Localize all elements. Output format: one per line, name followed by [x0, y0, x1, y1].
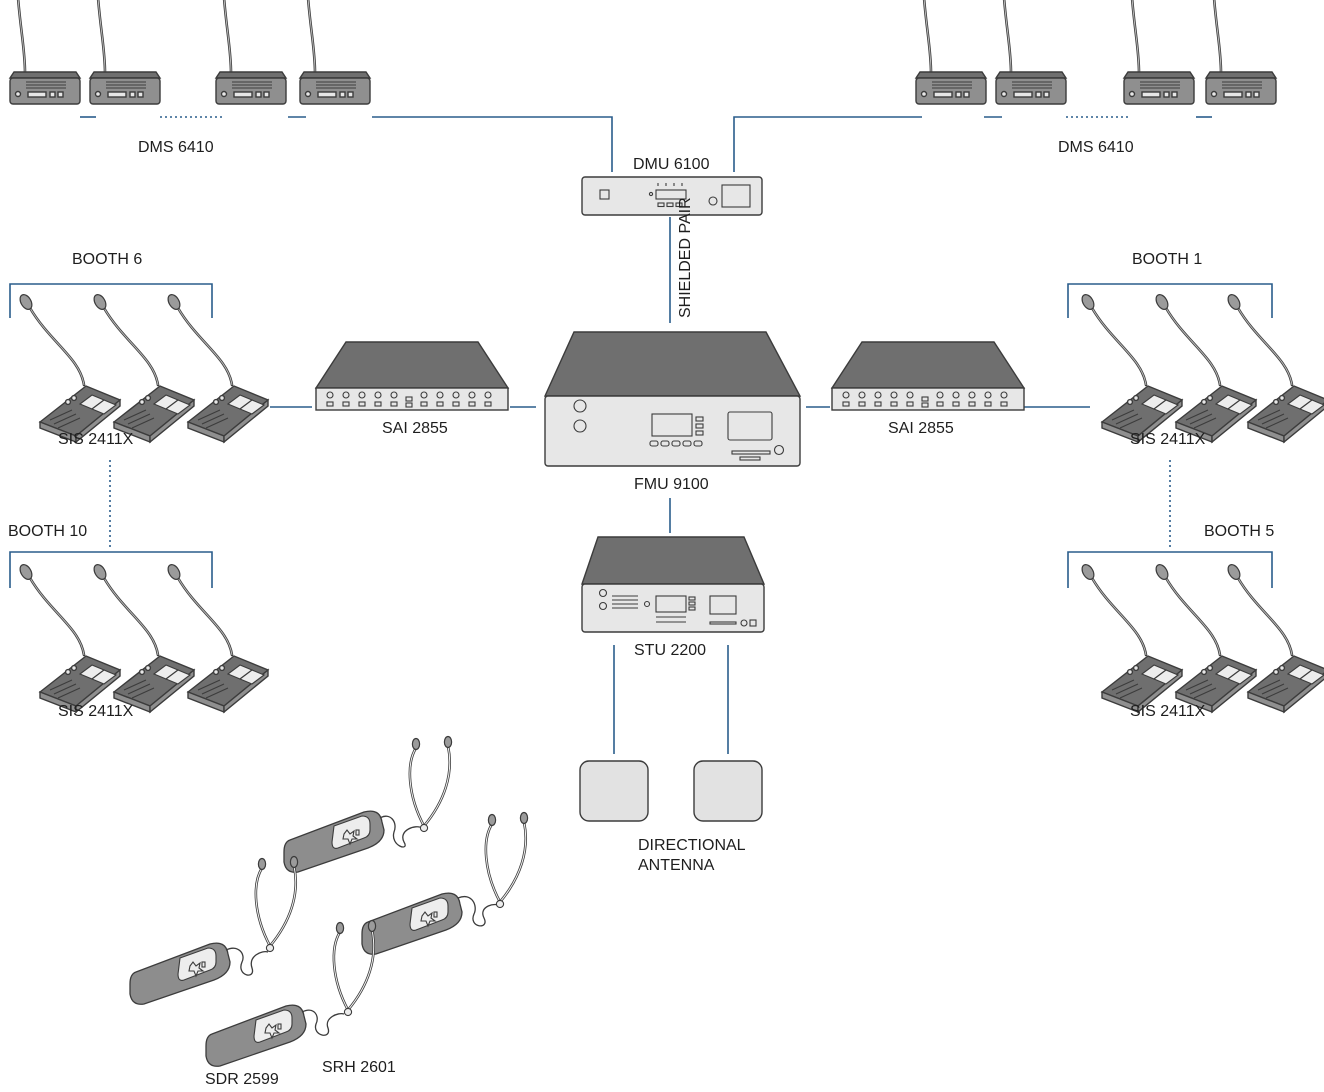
sis-bl-label: SIS 2411X: [58, 703, 134, 720]
sdr-label: SDR 2599: [205, 1071, 279, 1088]
sis-br-label: SIS 2411X: [1130, 703, 1206, 720]
stu-2200-unit: [581, 536, 766, 633]
antenna-label-line2: ANTENNA: [638, 857, 715, 874]
antenna-label-line1: DIRECTIONAL: [638, 837, 746, 854]
sis-2411x-booth5: [1078, 561, 1324, 714]
diagram-labels: DMS 6410 DMS 6410 DMU 6100 SHIELDED PAIR…: [8, 139, 1274, 1088]
stu-label: STU 2200: [634, 642, 706, 659]
interpreter-desk: [164, 561, 270, 714]
earphone: [484, 811, 529, 909]
sis-2411x-booth10: [16, 561, 270, 714]
receiver-set: [283, 735, 453, 873]
interpreter-desk: [16, 291, 122, 444]
booth6-label: BOOTH 6: [72, 251, 142, 268]
booth5-label: BOOTH 5: [1204, 523, 1274, 540]
fmu-9100-unit: [543, 331, 802, 467]
sis-2411x-booth1: [1078, 291, 1324, 444]
dmu-label: DMU 6100: [633, 156, 710, 173]
sis-tr-label: SIS 2411X: [1130, 431, 1206, 448]
interpreter-desk: [1078, 561, 1184, 714]
srh-label: SRH 2601: [322, 1059, 396, 1076]
dms-left-label: DMS 6410: [138, 139, 214, 156]
interpreter-desk: [1152, 291, 1258, 444]
earphone: [408, 735, 453, 833]
delegate-unit: [994, 0, 1068, 106]
shielded-pair-label: SHIELDED PAIR: [677, 197, 694, 318]
directional-antenna-pair: [579, 760, 763, 822]
sai-2855-right-unit: [830, 341, 1026, 411]
interpreter-desk: [164, 291, 270, 444]
delegate-unit: [298, 0, 372, 106]
dms-6410-left-group: [8, 0, 372, 106]
receiver: [129, 942, 231, 1005]
receiver: [361, 892, 463, 955]
delegate-unit: [914, 0, 988, 106]
delegate-unit: [88, 0, 162, 106]
sai-2855-left-unit: [314, 341, 510, 411]
sis-2411x-booth6: [16, 291, 270, 444]
delegate-unit: [214, 0, 288, 106]
interpreter-desk: [1078, 291, 1184, 444]
booth10-label: BOOTH 10: [8, 523, 87, 540]
dmu-6100-unit: [581, 176, 763, 216]
receiver: [283, 810, 385, 873]
interpreter-desk: [16, 561, 122, 714]
sai-left-label: SAI 2855: [382, 420, 448, 437]
interpreter-desk: [90, 291, 196, 444]
interpreter-desk: [1152, 561, 1258, 714]
booth1-label: BOOTH 1: [1132, 251, 1202, 268]
delegate-unit: [8, 0, 82, 106]
receiver-set: [205, 919, 377, 1067]
fmu-label: FMU 9100: [634, 476, 709, 493]
connection-lines: [9, 116, 1273, 754]
delegate-unit: [1122, 0, 1196, 106]
receiver-set: [129, 855, 299, 1005]
dms-6410-right-group: [914, 0, 1278, 106]
receiver-set: [361, 811, 529, 955]
interpreter-desk: [90, 561, 196, 714]
sis-tl-label: SIS 2411X: [58, 431, 134, 448]
sai-right-label: SAI 2855: [888, 420, 954, 437]
receiver-headphone-set: [129, 735, 529, 1067]
delegate-unit: [1204, 0, 1278, 106]
dms-right-label: DMS 6410: [1058, 139, 1134, 156]
receiver: [205, 1004, 307, 1067]
